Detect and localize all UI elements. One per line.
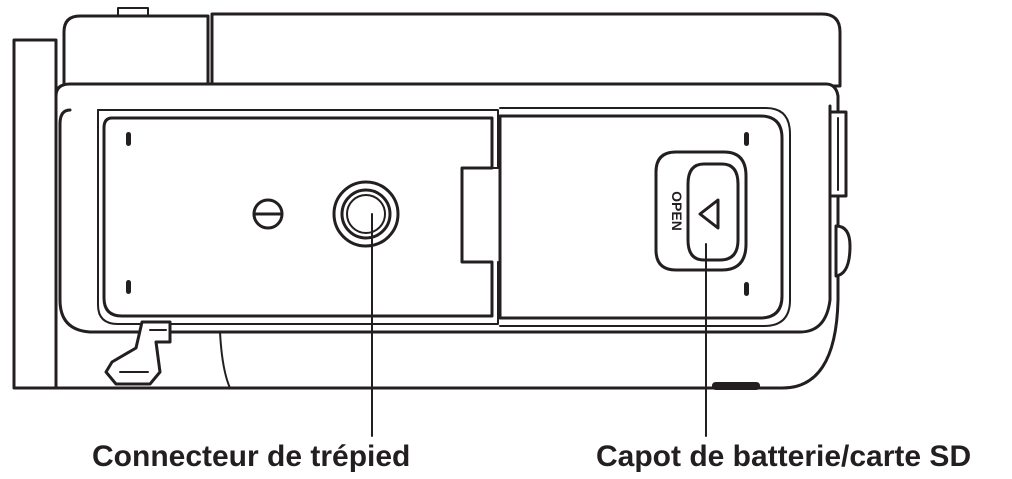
battery-cover: OPEN xyxy=(498,107,791,327)
strap-hook xyxy=(104,320,172,386)
bottom-plate xyxy=(97,109,499,325)
open-label: OPEN xyxy=(669,191,685,231)
screw-icon xyxy=(252,198,284,230)
right-side-controls xyxy=(712,110,852,390)
lens-housing xyxy=(12,38,58,390)
tripod-connector xyxy=(332,180,400,248)
tripod-connector-label: Connecteur de trépied xyxy=(92,440,411,473)
battery-cover-label: Capot de batterie/carte SD xyxy=(596,440,972,473)
